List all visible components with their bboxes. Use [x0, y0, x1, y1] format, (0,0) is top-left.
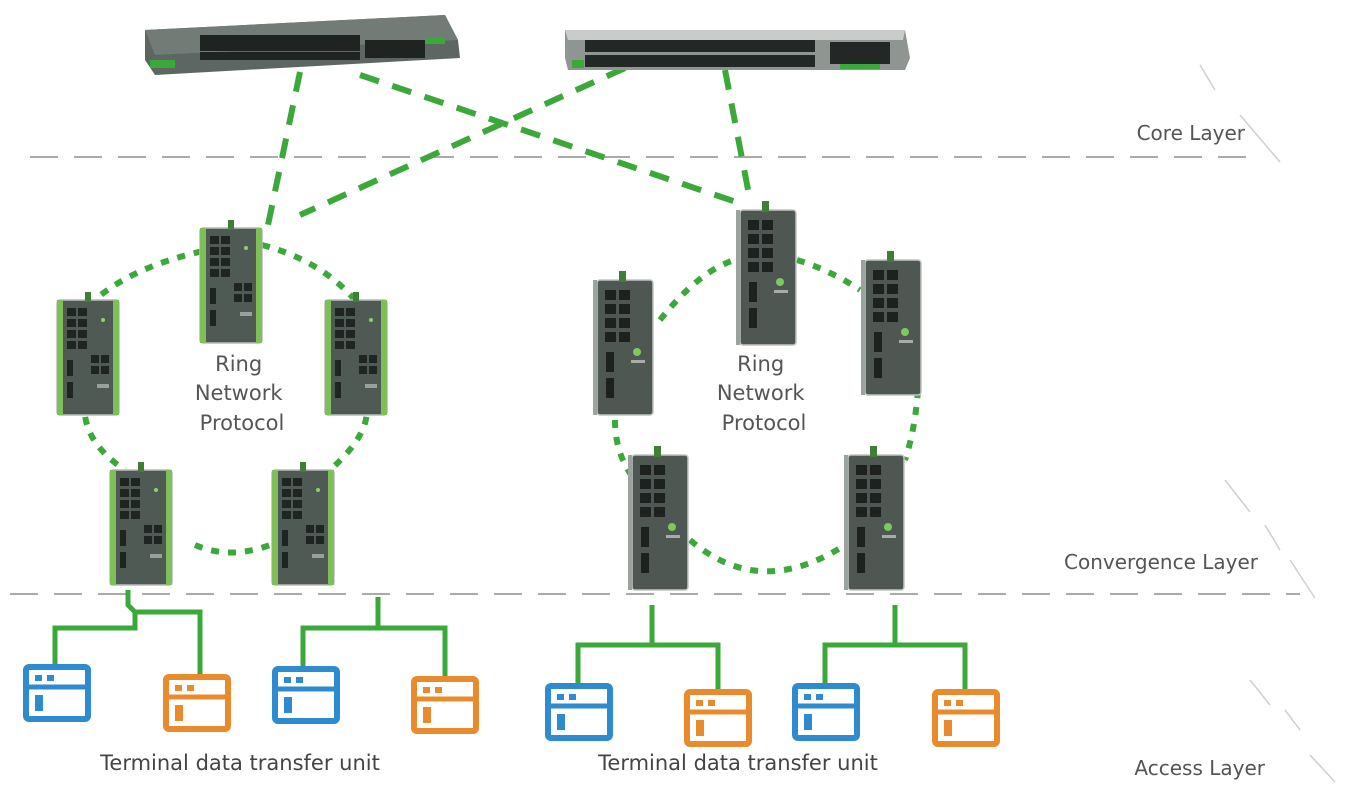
ring1-switch-right: [324, 291, 388, 416]
terminal-group-1-label: Terminal data transfer unit: [99, 751, 380, 775]
core-uplinks: [265, 65, 753, 226]
access-links: [52, 590, 968, 693]
access-layer-label: Access Layer: [1134, 756, 1265, 780]
ring2-switch-top: [735, 200, 797, 346]
ring2-switch-right: [860, 250, 922, 396]
ring2-switch-bottom-left: [627, 445, 689, 591]
ring1-switch-left: [56, 291, 120, 416]
ring1-label: Ring Network Protocol: [195, 352, 289, 435]
ring1-switch-top: [199, 219, 263, 344]
ring1-switch-bottom-left: [109, 461, 173, 586]
decorative-slashes: [1199, 64, 1336, 783]
terminal-unit-4: [414, 679, 476, 731]
core-switch-1: [145, 15, 460, 75]
ring2-switch-left: [592, 270, 654, 416]
core-switch-2: [565, 30, 910, 70]
core-layer-label: Core Layer: [1137, 121, 1246, 145]
terminal-unit-1: [26, 667, 88, 719]
terminal-group-2-label: Terminal data transfer unit: [597, 751, 878, 775]
ring2-label: Ring Network Protocol: [717, 352, 811, 435]
terminal-unit-5: [548, 686, 610, 738]
terminal-unit-8: [935, 692, 997, 744]
terminal-unit-2: [166, 677, 228, 729]
terminal-unit-7: [795, 686, 857, 738]
terminal-unit-3: [275, 669, 337, 721]
ring1-switch-bottom-right: [271, 461, 335, 586]
ring2-switch-bottom-right: [843, 445, 905, 591]
terminal-unit-6: [687, 692, 749, 744]
convergence-layer-label: Convergence Layer: [1064, 550, 1259, 574]
